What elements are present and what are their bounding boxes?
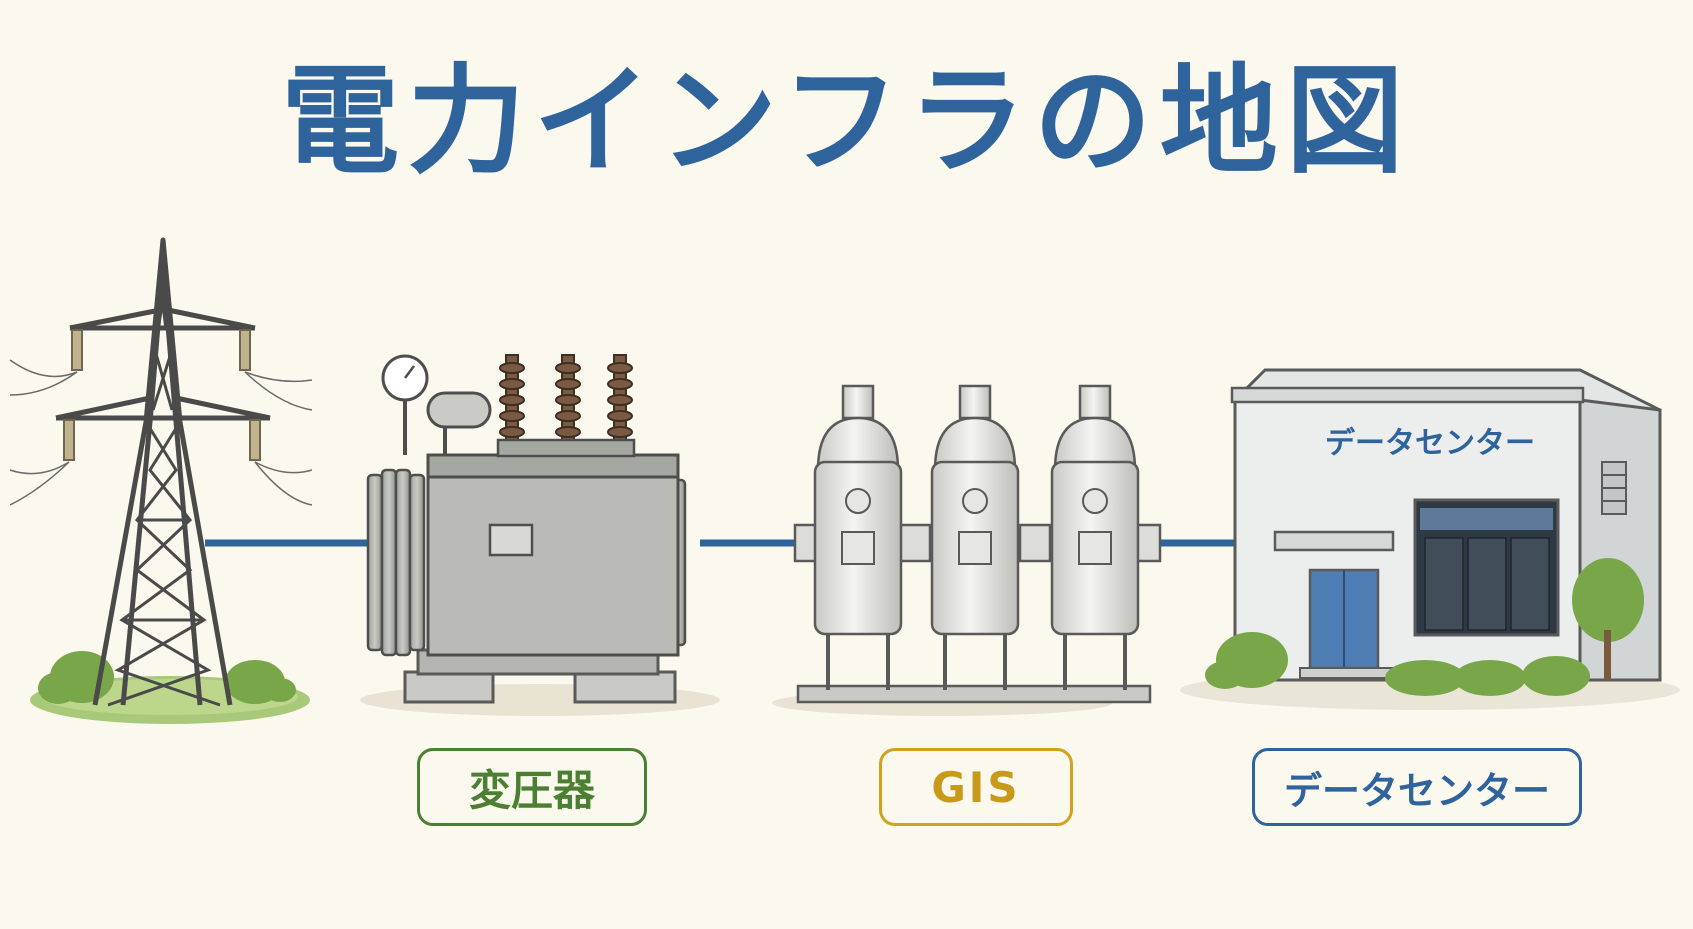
gis-label: GIS	[879, 748, 1073, 826]
page-title: 電力インフラの地図	[281, 52, 1412, 190]
building-sign: データセンター	[1325, 426, 1535, 461]
transmission-tower-icon	[9, 237, 313, 724]
datacenter-label: データセンター	[1252, 748, 1582, 826]
transformer-label: 変圧器	[417, 748, 647, 826]
data-center-building-icon	[1180, 368, 1680, 710]
transformer-icon	[360, 354, 720, 716]
gis-switchgear-icon	[772, 384, 1162, 716]
